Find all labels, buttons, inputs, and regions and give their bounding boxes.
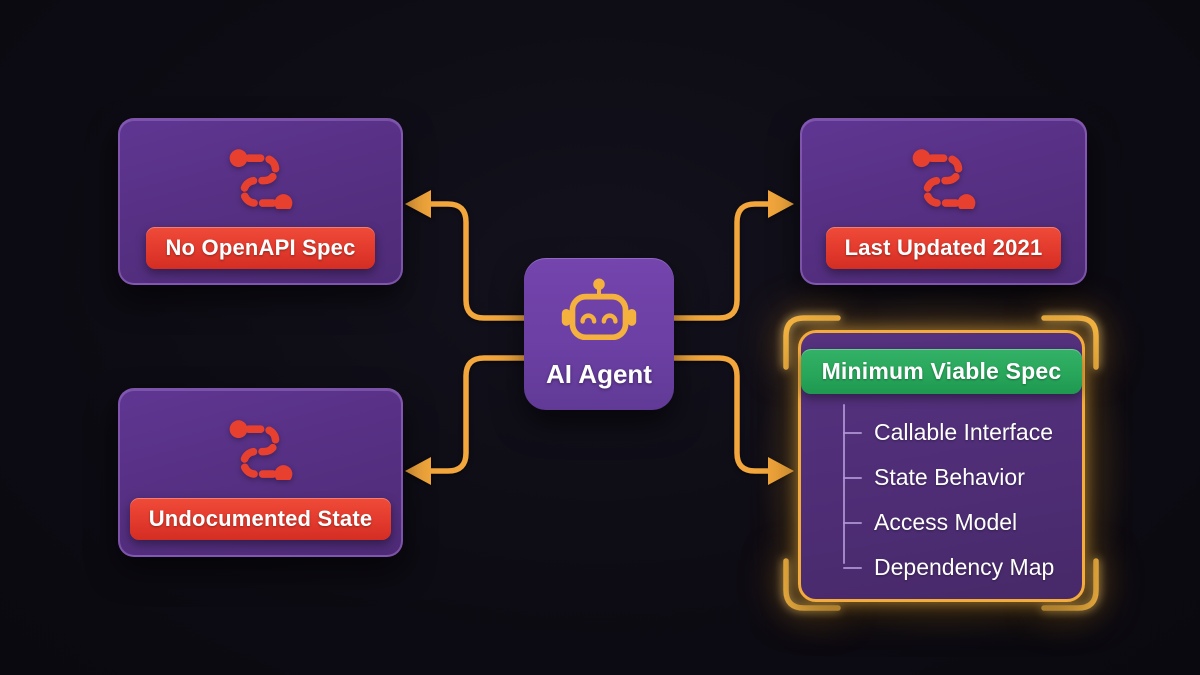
node-minimum-viable-spec: Minimum Viable Spec Callable Interface S…: [798, 330, 1085, 602]
arrow-top-right: [671, 190, 794, 321]
spec-item: State Behavior: [843, 455, 1054, 500]
node-ai-agent: AI Agent: [524, 258, 674, 410]
node-undocumented-state: Undocumented State: [118, 388, 403, 557]
node-label-badge: Minimum Viable Spec: [800, 349, 1083, 394]
arrow-bottom-right: [671, 355, 794, 485]
spec-item-list: Callable Interface State Behavior Access…: [843, 404, 1054, 590]
node-label-badge: Undocumented State: [129, 497, 392, 540]
node-label-badge: No OpenAPI Spec: [146, 226, 375, 269]
spec-item: Callable Interface: [843, 410, 1054, 455]
arrow-top-left: [405, 190, 527, 321]
tree-trunk-line: [843, 404, 845, 564]
route-icon: [904, 141, 984, 211]
spec-item: Access Model: [843, 500, 1054, 545]
route-icon: [221, 412, 301, 482]
center-node-label: AI Agent: [546, 359, 652, 389]
spec-item: Dependency Map: [843, 545, 1054, 590]
node-last-updated-2021: Last Updated 2021: [800, 118, 1087, 285]
arrow-bottom-left: [405, 355, 527, 485]
node-no-openapi-spec: No OpenAPI Spec: [118, 118, 403, 285]
route-icon: [221, 141, 301, 211]
node-label-badge: Last Updated 2021: [825, 226, 1062, 269]
robot-icon: [554, 278, 644, 345]
